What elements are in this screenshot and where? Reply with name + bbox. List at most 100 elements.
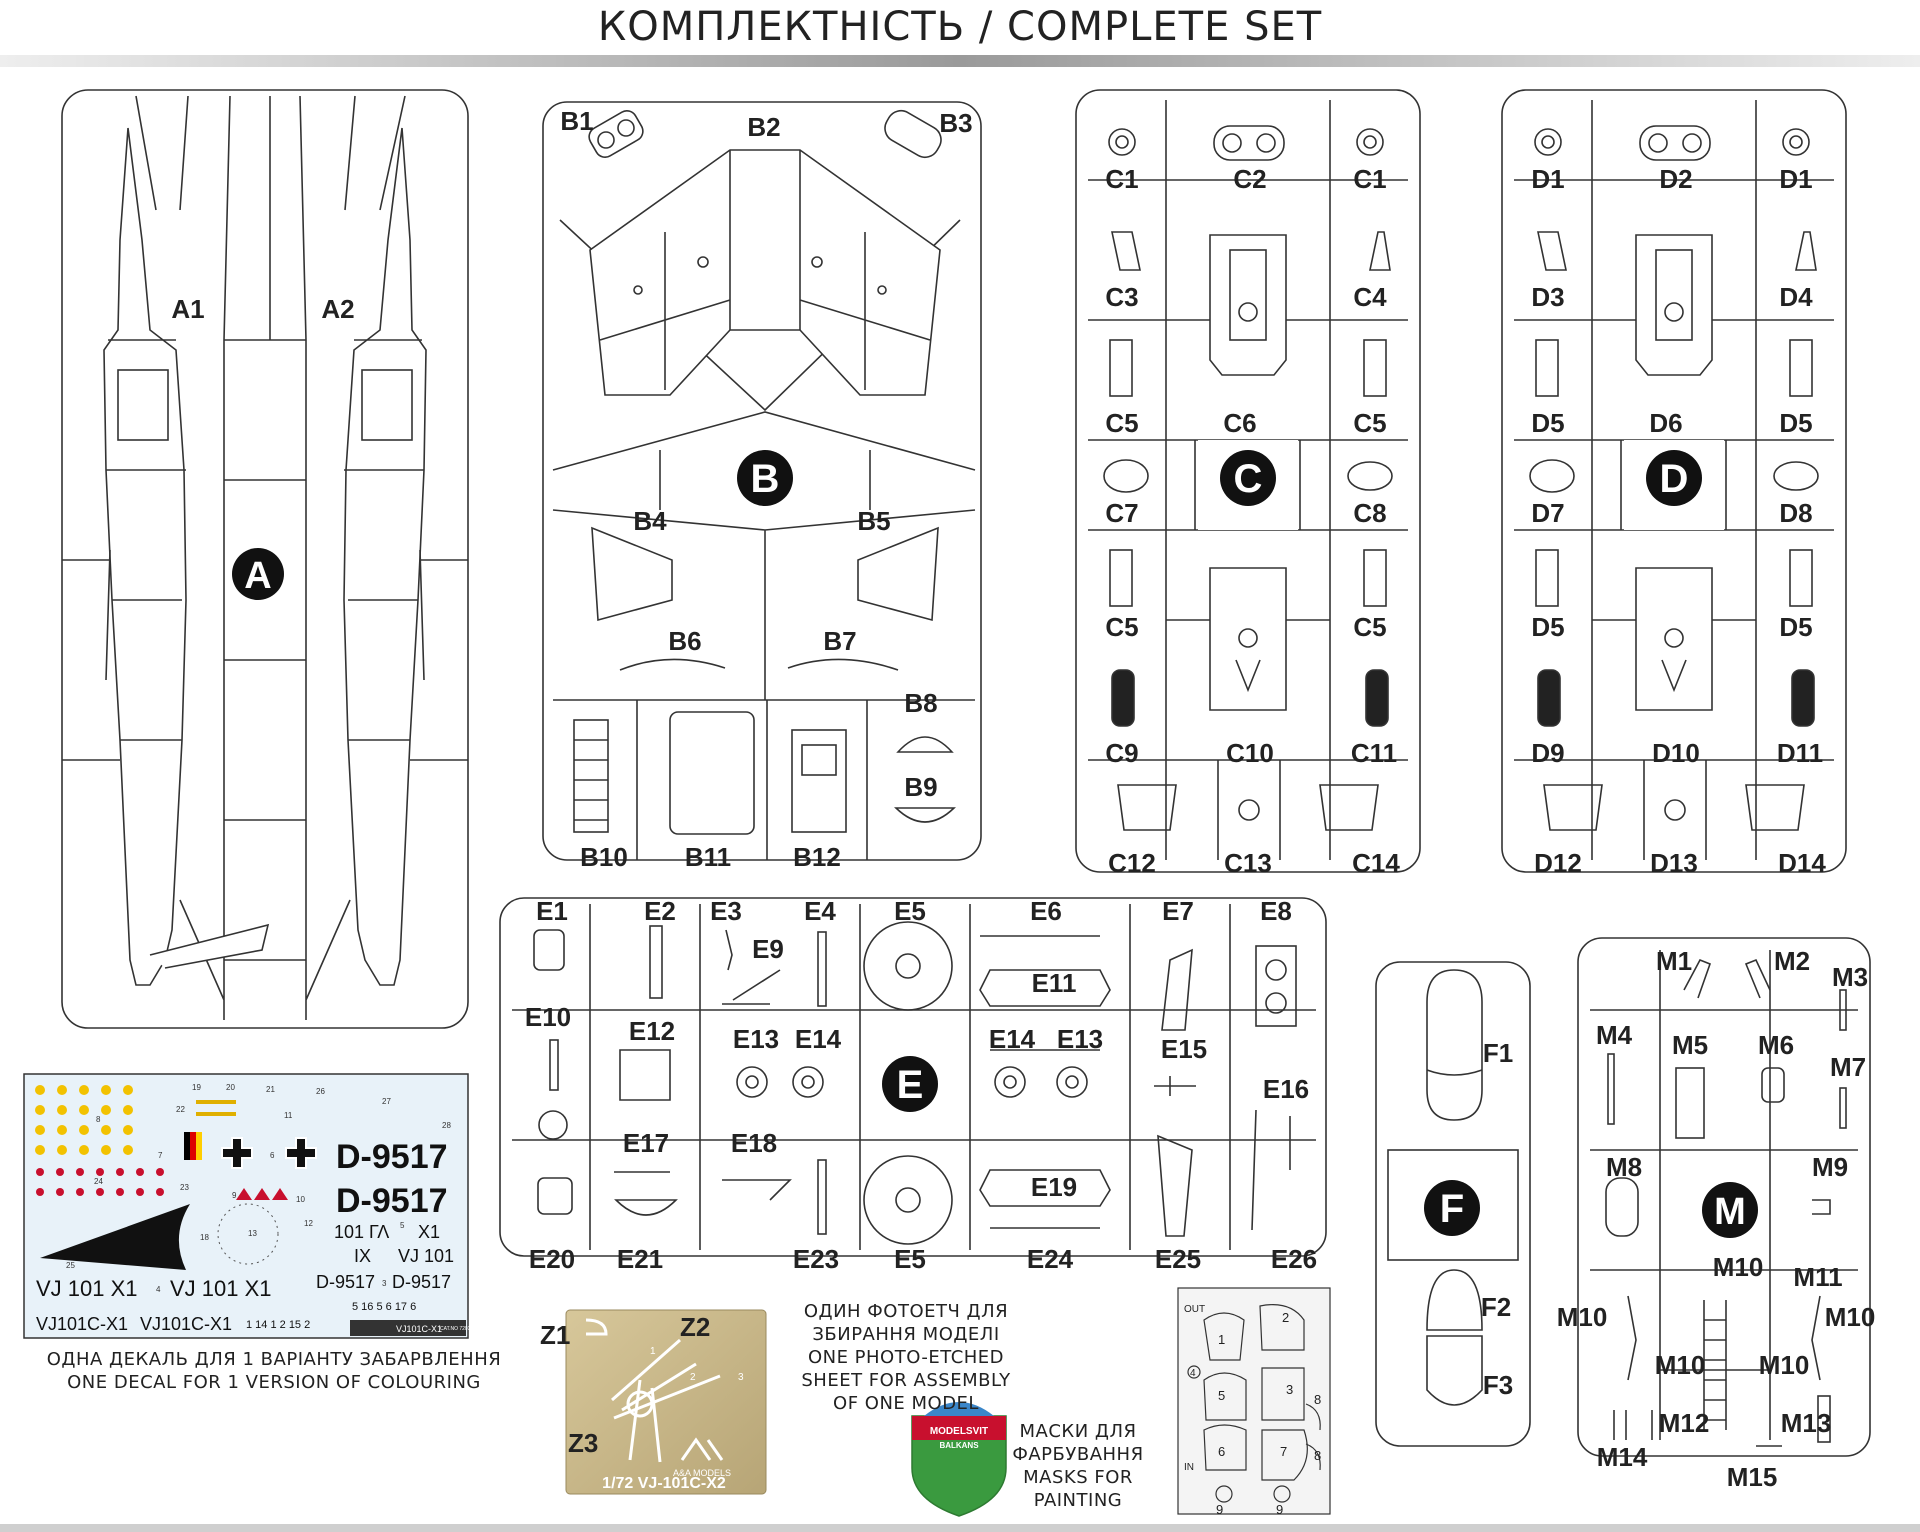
sprue-b-grid (552, 411, 976, 860)
decal-reg-2: D-9517 (336, 1182, 448, 1220)
label-b7: B7 (823, 626, 856, 656)
d-part-d11 (1791, 669, 1815, 727)
photo-etch-sheet (565, 1309, 767, 1495)
c-part-ring (1356, 128, 1384, 156)
decal-reg-1: D-9517 (336, 1138, 448, 1176)
part-b4 (591, 526, 673, 622)
decal-brand-strip (350, 1320, 466, 1336)
mask-n1: 1 (1218, 1332, 1225, 1347)
part-b8 (896, 736, 954, 753)
decal-dot (79, 1085, 89, 1095)
label-d3: D3 (1531, 282, 1564, 312)
mask-caption-ua-1: МАСКИ ДЛЯ (1019, 1421, 1137, 1442)
c-part-ring (1108, 128, 1136, 156)
decal-balkenkreuz-2 (285, 1137, 317, 1169)
decal-dot (35, 1125, 45, 1135)
label-m2: M2 (1774, 946, 1810, 976)
part-e5-bottom (863, 1155, 953, 1245)
label-m15: M15 (1727, 1462, 1778, 1492)
decal-n5: 5 (400, 1221, 405, 1230)
decal-n27: 27 (382, 1097, 391, 1106)
label-a2: A2 (321, 294, 354, 324)
decal-numbers: 19 20 21 26 27 28 22 11 8 7 6 24 23 9 10… (66, 1083, 451, 1294)
label-m9: M9 (1812, 1152, 1848, 1182)
decal-n26: 26 (316, 1087, 325, 1096)
pe-n2: 2 (690, 1372, 696, 1383)
sprue-b (542, 101, 982, 861)
sprue-f-inner (1387, 1149, 1519, 1261)
decal-dot (36, 1168, 44, 1176)
part-m6 (1761, 1067, 1785, 1103)
label-e14b: E14 (989, 1024, 1036, 1054)
pe-n1: 1 (650, 1346, 656, 1357)
decal-n24: 24 (94, 1177, 103, 1186)
sprue-m-badge (1702, 1182, 1758, 1238)
c-part-bracket (1111, 231, 1141, 271)
decal-n18: 18 (200, 1233, 209, 1242)
label-c2: C2 (1233, 164, 1266, 194)
label-c5c: C5 (1105, 612, 1138, 642)
sprue-c-badge (1220, 450, 1276, 506)
decal-dot (123, 1105, 133, 1115)
decal-dot (76, 1188, 84, 1196)
mask-1 (1203, 1312, 1245, 1361)
c-part-c7 (1103, 459, 1149, 493)
b2-hole (811, 256, 823, 268)
part-b6 (619, 658, 726, 671)
part-e14b (994, 1066, 1026, 1098)
label-e18: E18 (731, 1128, 777, 1158)
photo-etch-labels: Z1 Z2 Z3 (540, 1312, 710, 1458)
label-c7: C7 (1105, 498, 1138, 528)
decal-n20: 20 (226, 1083, 235, 1092)
sprue-a (61, 89, 469, 1029)
c-part-c9 (1111, 669, 1135, 727)
mask-4 (1187, 1365, 1201, 1379)
sprue-c-labels: C1 C2 C1 C3 C4 C5 C6 C5 C7 C8 C5 C5 C9 C… (1105, 164, 1400, 878)
mask-n4: 4 (1190, 1368, 1196, 1379)
mask-n9a: 9 (1216, 1502, 1223, 1517)
pe-caption-en-3: OF ONE MODEL (833, 1393, 979, 1414)
paint-masks-sheet (1177, 1287, 1331, 1515)
label-m10c: M10 (1825, 1302, 1876, 1332)
label-b6: B6 (668, 626, 701, 656)
part-m13 (1817, 1395, 1831, 1443)
c-part-ring (1115, 135, 1129, 149)
masks-texts: OUT IN 1 2 3 4 5 6 7 8 8 9 9 (1184, 1304, 1321, 1517)
label-d12: D12 (1534, 848, 1582, 878)
part-e5-top-hub (895, 953, 921, 979)
mask-n9b: 9 (1276, 1502, 1283, 1517)
part-e6-rods (980, 935, 1100, 1051)
decal-dot (56, 1168, 64, 1176)
pe-caption-ua-1: ОДИН ФОТОЕТЧ ДЛЯ (803, 1301, 1009, 1322)
decal-balkenkreuz-1 (221, 1137, 253, 1169)
d-part-d13 (1664, 799, 1686, 821)
decal-dot (136, 1188, 144, 1196)
label-z2: Z2 (680, 1312, 710, 1342)
label-d11: D11 (1777, 738, 1823, 768)
decal-brand-text: VJ101C-X1 (396, 1324, 442, 1334)
decal-n3: 3 (382, 1279, 387, 1288)
a1-tail (149, 923, 270, 969)
decal-small-3: IX (354, 1246, 371, 1266)
d-part-ring (1782, 128, 1810, 156)
c-bay-inner (1229, 249, 1267, 341)
decal-dot (57, 1105, 67, 1115)
decal-n8: 8 (96, 1115, 101, 1124)
label-e8: E8 (1260, 896, 1292, 926)
mask-caption-en-2: PAINTING (1033, 1490, 1123, 1511)
label-b8: B8 (904, 688, 937, 718)
label-f2: F2 (1481, 1292, 1511, 1322)
decal-dot (101, 1125, 111, 1135)
mask-caption-en-1: MASKS FOR (1023, 1467, 1133, 1488)
decal-n21: 21 (266, 1085, 275, 1094)
masks-bg (1177, 1287, 1331, 1515)
label-b2: B2 (747, 112, 780, 142)
decal-dot (101, 1105, 111, 1115)
fuselage-half-a1 (103, 127, 187, 986)
part-b10 (573, 719, 609, 833)
part-e23 (817, 1159, 827, 1235)
part-e8 (1255, 945, 1297, 1027)
decal-dot (156, 1188, 164, 1196)
header-divider (0, 55, 1920, 67)
a1-panel-lines (105, 339, 186, 741)
